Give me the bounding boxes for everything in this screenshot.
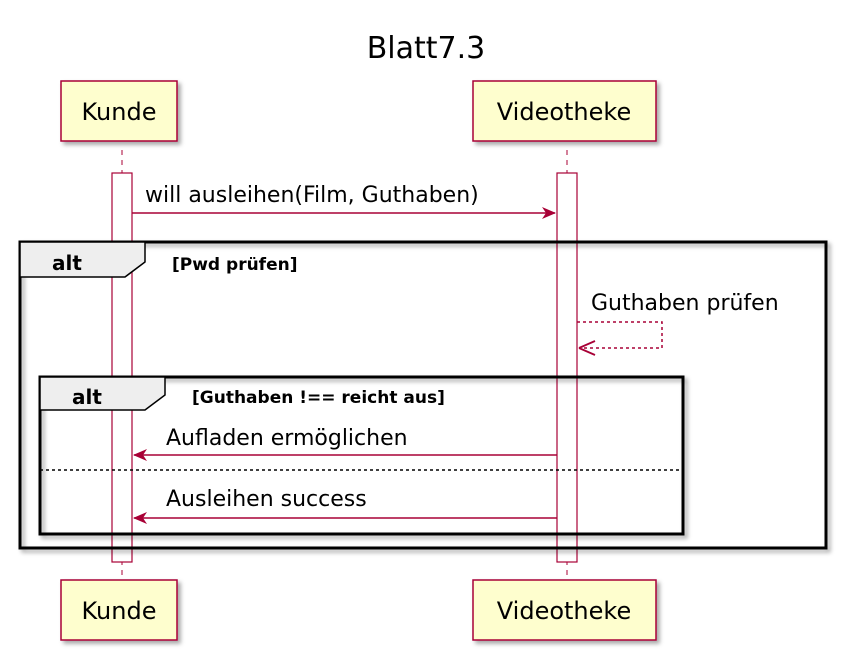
participant-videotheke-label: Videotheke — [497, 98, 631, 126]
participant-videotheke-label: Videotheke — [497, 597, 631, 625]
message-label: Guthaben prüfen — [591, 291, 779, 316]
arrowhead-open — [578, 340, 596, 356]
message-will-ausleihen: will ausleihen(Film, Guthaben) — [132, 183, 556, 219]
fragment-alt-inner: alt [Guthaben !== reicht aus] — [38, 375, 685, 536]
fragment-alt-outer: alt [Pwd prüfen] — [18, 240, 828, 550]
participant-kunde-bottom: Kunde — [60, 579, 178, 641]
message-guthaben-pruefen: Guthaben prüfen — [577, 291, 779, 356]
diagram-title: Blatt7.3 — [367, 31, 486, 66]
participant-kunde-top: Kunde — [60, 80, 178, 142]
fragment-tab — [39, 376, 166, 411]
activation-bar-kunde — [111, 172, 133, 563]
message-aufladen-ermoeglichen: Aufladen ermöglichen — [133, 426, 557, 461]
participant-videotheke-bottom: Videotheke — [472, 579, 657, 641]
participant-kunde-label: Kunde — [82, 98, 157, 126]
self-message-arrow — [577, 321, 663, 349]
message-label: will ausleihen(Film, Guthaben) — [145, 183, 479, 208]
fragment-guard: [Pwd prüfen] — [172, 255, 297, 275]
fragment-keyword: alt — [52, 251, 82, 275]
message-ausleihen-success: Ausleihen success — [133, 487, 557, 524]
participant-kunde-label: Kunde — [82, 597, 157, 625]
participant-videotheke-top: Videotheke — [472, 80, 657, 142]
fragment-guard: [Guthaben !== reicht aus] — [192, 388, 445, 408]
fragment-tab — [19, 241, 146, 278]
fragment-keyword: alt — [72, 385, 102, 409]
message-label: Ausleihen success — [166, 487, 367, 512]
activation-bar-videotheke — [556, 172, 578, 563]
message-label: Aufladen ermöglichen — [166, 426, 408, 451]
